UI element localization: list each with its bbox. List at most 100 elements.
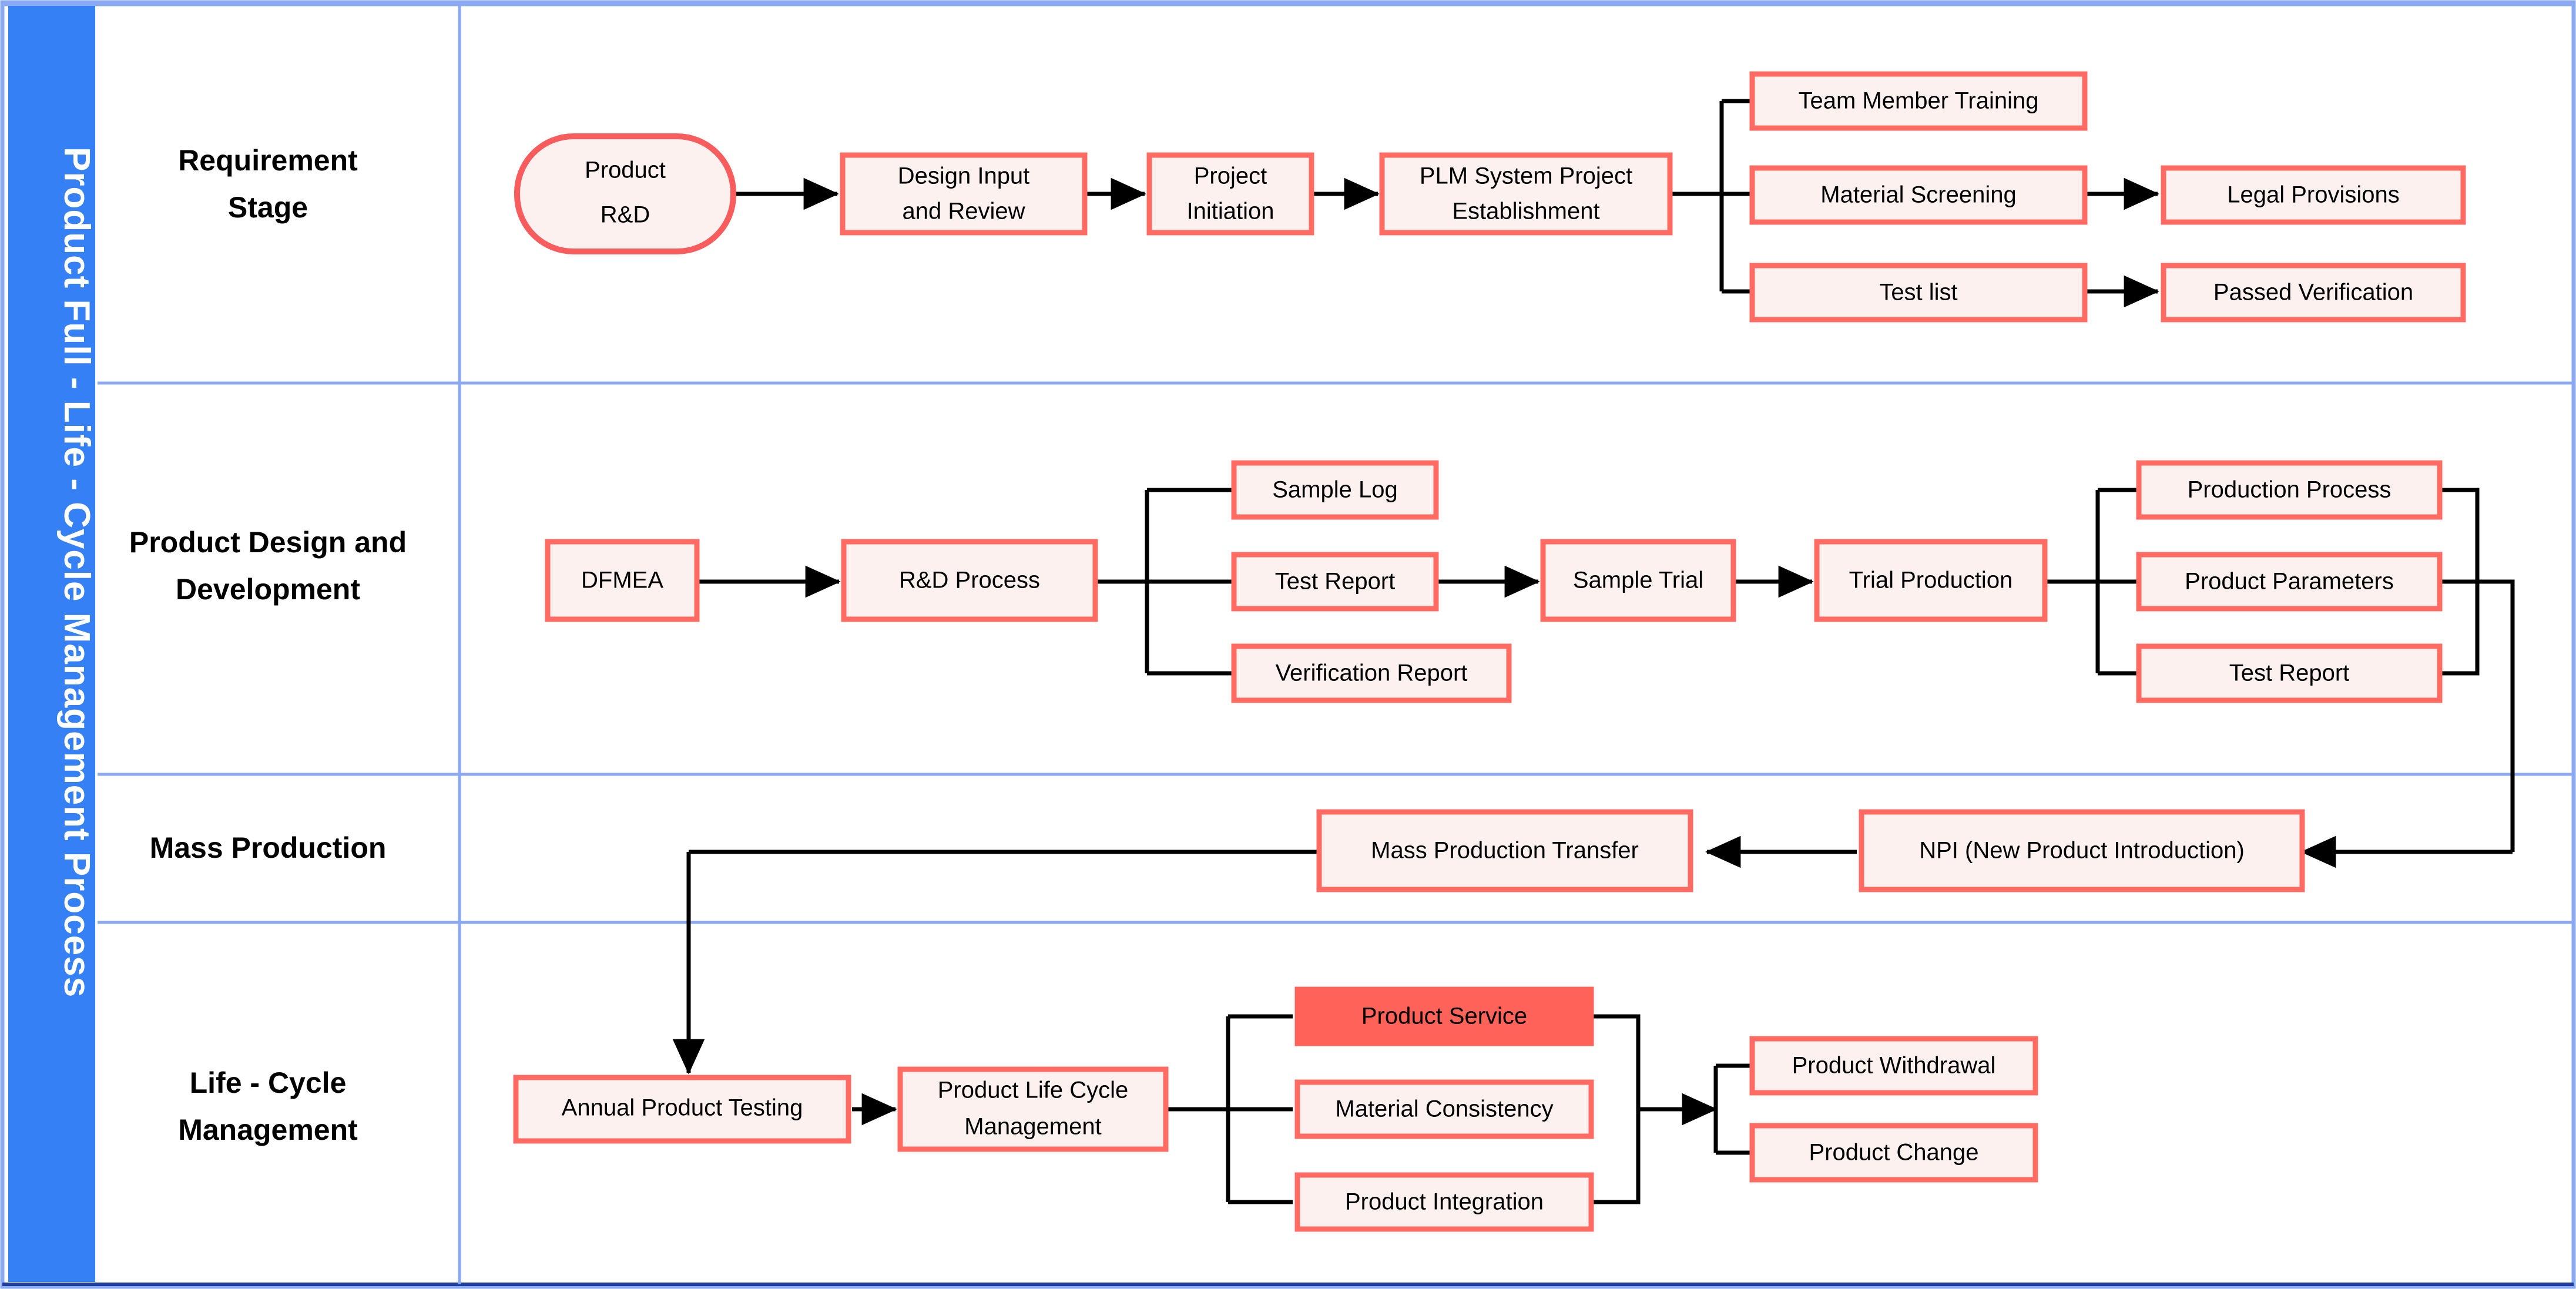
node-rd-process-shape[interactable] [841,539,1098,622]
node-sample-log-shape[interactable] [1231,460,1439,520]
node-trial-production-label: Trial Production [1849,568,2013,593]
node-test-list-label: Test list [1879,280,1957,306]
node-trial-production-shape[interactable] [1814,539,2048,622]
node-legal-provisions[interactable]: Legal Provisions [2161,165,2466,225]
node-product-withdrawal-shape[interactable] [1749,1036,2038,1096]
node-product-integration[interactable]: Product Integration [1294,1172,1594,1232]
node-material-screening-label: Material Screening [1820,182,2017,208]
node-product-life-cycle-management[interactable]: Product Life Cycle Management [897,1066,1169,1152]
node-project-initiation-shape[interactable] [1146,152,1314,236]
node-production-process-shape[interactable] [2136,460,2443,520]
node-product-service[interactable]: Product Service [1294,986,1594,1046]
node-npi-label: NPI (New Product Introduction) [1919,838,2245,864]
node-material-consistency-shape[interactable] [1294,1079,1594,1139]
node-design-input-review[interactable]: Design Input and Review [840,152,1088,236]
node-design-input-review-label-l2: and Review [902,199,1025,224]
node-verification-report-shape[interactable] [1231,643,1512,703]
node-mass-production-transfer-shape[interactable] [1316,809,1693,892]
node-plcm-shape[interactable] [897,1066,1169,1152]
node-dfmea[interactable]: DFMEA [545,539,700,622]
sidebar-band [8,6,95,1282]
edges-design-lane [697,488,2515,868]
node-annual-product-testing-label: Annual Product Testing [562,1095,803,1121]
node-plm-label-l2: Establishment [1452,199,1599,224]
lane-label-requirement-l1: Requirement [178,144,358,177]
node-test-report-2-shape[interactable] [2136,643,2443,703]
node-test-report-1-shape[interactable] [1231,552,1439,612]
node-test-report-2[interactable]: Test Report [2136,643,2443,703]
lane-label-lifecycle-l2: Management [178,1113,358,1146]
edges-lifecycle-lane [852,1014,1752,1204]
node-team-member-training-label: Team Member Training [1798,88,2038,114]
node-npi-shape[interactable] [1859,809,2305,892]
node-team-member-training-shape[interactable] [1749,71,2088,131]
node-sample-trial-shape[interactable] [1540,539,1736,622]
node-plm-project-establishment-shape[interactable] [1379,152,1673,236]
edges-mass-lane [672,835,1857,1075]
node-material-screening-shape[interactable] [1749,165,2088,225]
node-dfmea-shape[interactable] [545,539,700,622]
node-product-rd-shape[interactable] [514,133,736,254]
node-dfmea-label: DFMEA [581,568,663,593]
swimlane-labels: Requirement Stage Product Design and Dev… [129,144,407,1146]
node-rd-process-label: R&D Process [899,568,1040,593]
node-product-integration-shape[interactable] [1294,1172,1594,1232]
sidebar: Product Full - Life - Cycle Management P… [8,6,97,1282]
node-sample-trial-label: Sample Trial [1573,568,1703,593]
node-material-consistency-label: Material Consistency [1335,1096,1553,1122]
node-legal-provisions-label: Legal Provisions [2227,182,2400,208]
node-product-withdrawal[interactable]: Product Withdrawal [1749,1036,2038,1096]
node-product-change[interactable]: Product Change [1749,1123,2038,1183]
node-product-change-shape[interactable] [1749,1123,2038,1183]
node-plcm-label-l1: Product Life Cycle [938,1077,1129,1103]
node-test-list[interactable]: Test list [1749,263,2088,323]
node-sample-log[interactable]: Sample Log [1231,460,1439,520]
node-passed-verification[interactable]: Passed Verification [2161,263,2466,323]
node-test-list-shape[interactable] [1749,263,2088,323]
node-product-parameters[interactable]: Product Parameters [2136,552,2443,612]
node-product-withdrawal-label: Product Withdrawal [1792,1053,1996,1079]
node-project-initiation-label-l1: Project [1194,163,1267,189]
node-test-report-1-label: Test Report [1275,569,1396,595]
lane-label-design-l1: Product Design and [129,526,407,559]
node-design-input-review-shape[interactable] [840,152,1088,236]
node-plm-project-establishment[interactable]: PLM System Project Establishment [1379,152,1673,236]
node-sample-trial[interactable]: Sample Trial [1540,539,1736,622]
node-rd-process[interactable]: R&D Process [841,539,1098,622]
sidebar-title: Product Full - Life - Cycle Management P… [56,147,97,998]
node-verification-report-label: Verification Report [1276,660,1468,686]
node-product-parameters-label: Product Parameters [2185,569,2394,595]
node-production-process[interactable]: Production Process [2136,460,2443,520]
node-material-screening[interactable]: Material Screening [1749,165,2088,225]
node-plm-label-l1: PLM System Project [1420,163,1632,189]
node-project-initiation-label-l2: Initiation [1187,199,1274,224]
node-passed-verification-shape[interactable] [2161,263,2466,323]
node-product-service-shape[interactable] [1294,986,1594,1046]
lane-label-requirement-l2: Stage [228,191,308,224]
node-test-report-2-label: Test Report [2229,660,2350,686]
node-production-process-label: Production Process [2188,477,2391,503]
node-mass-production-transfer[interactable]: Mass Production Transfer [1316,809,1693,892]
node-team-member-training[interactable]: Team Member Training [1749,71,2088,131]
node-product-parameters-shape[interactable] [2136,552,2443,612]
node-npi[interactable]: NPI (New Product Introduction) [1859,809,2305,892]
lane-label-mass-l1: Mass Production [150,831,387,864]
lane-label-lifecycle-l1: Life - Cycle [190,1066,347,1099]
node-sample-log-label: Sample Log [1272,477,1397,503]
node-product-rd[interactable]: Product R&D [514,133,736,254]
node-material-consistency[interactable]: Material Consistency [1294,1079,1594,1139]
node-trial-production[interactable]: Trial Production [1814,539,2048,622]
node-product-rd-label-l1: Product [585,157,666,183]
node-annual-product-testing[interactable]: Annual Product Testing [513,1075,851,1144]
node-product-integration-label: Product Integration [1345,1189,1544,1215]
node-verification-report[interactable]: Verification Report [1231,643,1512,703]
node-design-input-review-label-l1: Design Input [898,163,1030,189]
node-legal-provisions-shape[interactable] [2161,165,2466,225]
node-test-report-1[interactable]: Test Report [1231,552,1439,612]
node-plcm-label-l2: Management [964,1114,1101,1140]
node-project-initiation[interactable]: Project Initiation [1146,152,1314,236]
node-annual-product-testing-shape[interactable] [513,1075,851,1144]
